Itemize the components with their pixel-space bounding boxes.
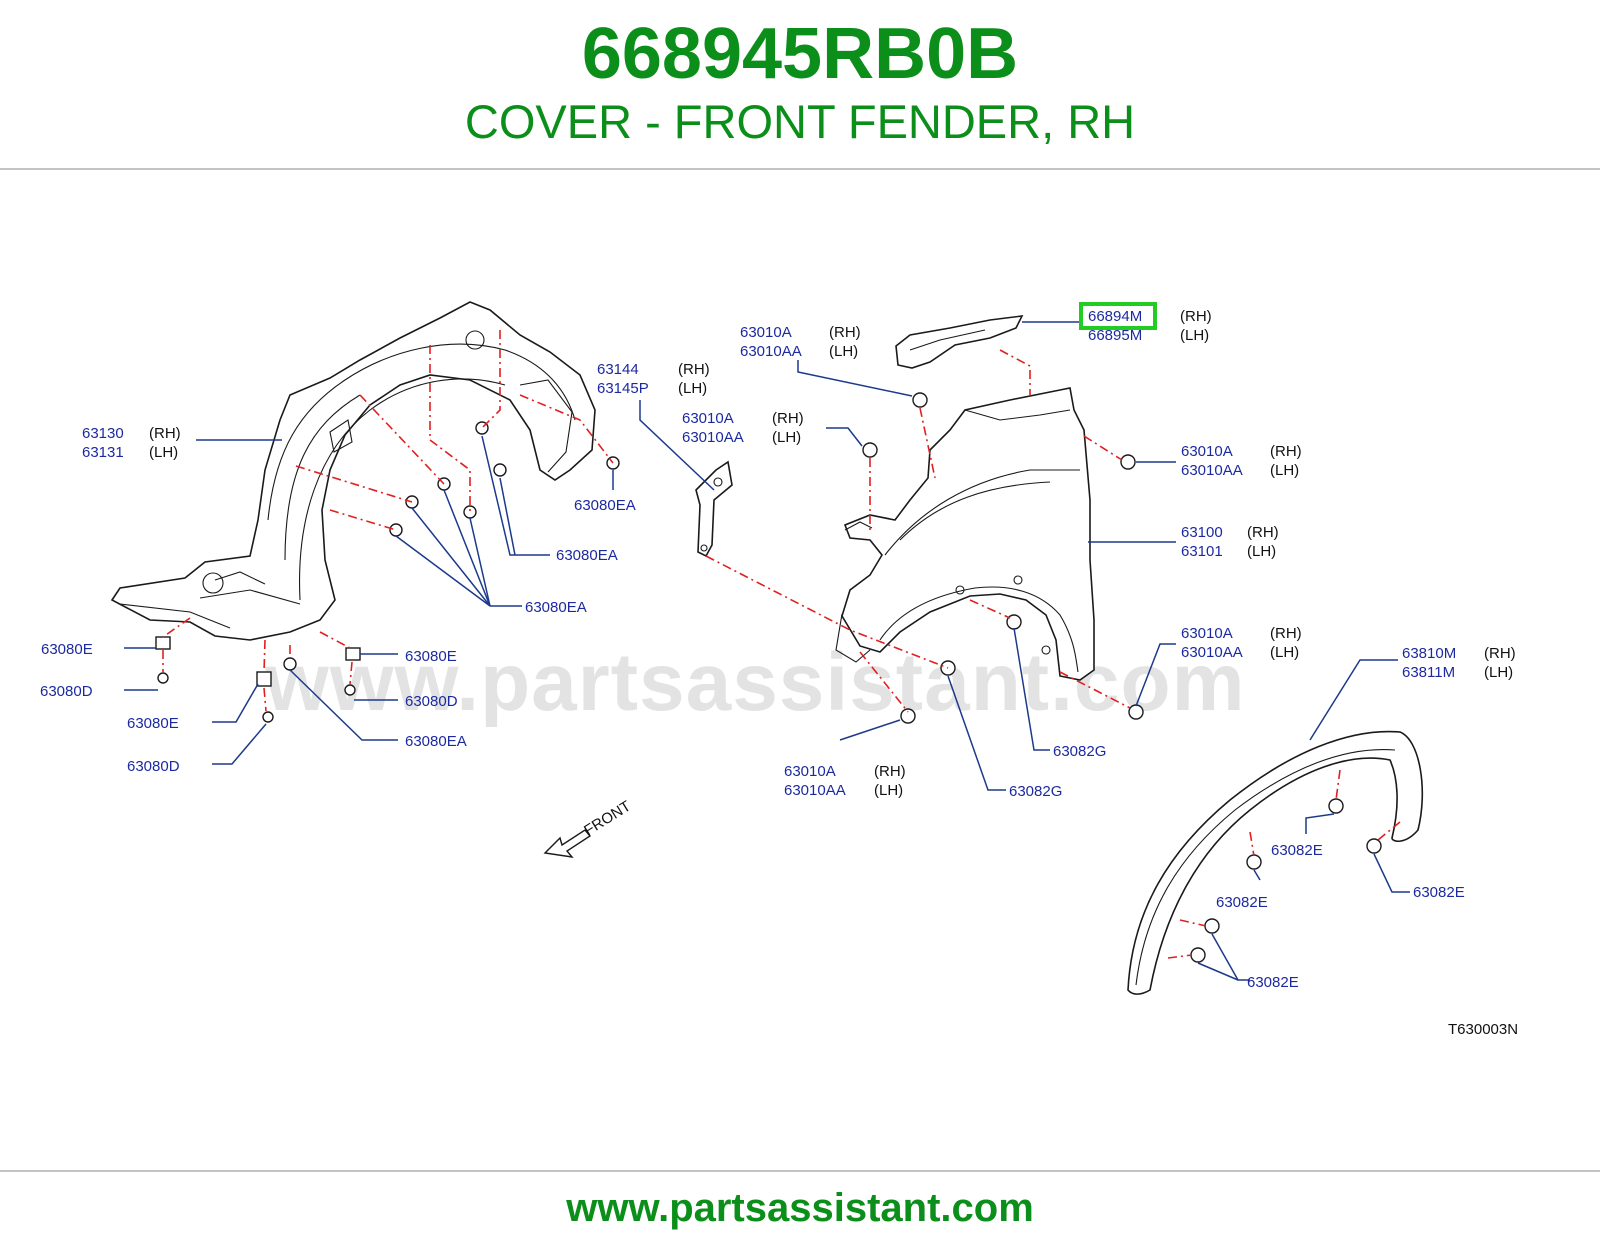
front-label: FRONT: [581, 798, 634, 840]
liner-assembly-lines: [162, 330, 614, 712]
label-63144[interactable]: 63144: [597, 361, 639, 378]
label-63010aa-right[interactable]: 63010AA: [1181, 462, 1243, 479]
label-63010aa-lower-right[interactable]: 63010AA: [1181, 644, 1243, 661]
selected-part-highlight: [1079, 302, 1157, 330]
label-63010a-lower-right[interactable]: 63010A: [1181, 625, 1233, 642]
label-63145p[interactable]: 63145P: [597, 380, 649, 397]
leader-lines: [124, 321, 1410, 981]
label-63082g-2[interactable]: 63082G: [1009, 783, 1062, 800]
fender-assembly-lines: [705, 349, 1131, 713]
label-63131-side: (LH): [149, 444, 178, 461]
label-63080ea-2[interactable]: 63080EA: [556, 547, 618, 564]
label-63131[interactable]: 63131: [82, 444, 124, 461]
label-63101-side: (LH): [1247, 543, 1276, 560]
part-title: COVER - FRONT FENDER, RH: [464, 95, 1136, 148]
wheel-arch-molding-part: [1127, 730, 1424, 995]
label-63010a-mid-side: (RH): [772, 410, 804, 427]
label-63010a-top-side: (RH): [829, 324, 861, 341]
label-63082e-2[interactable]: 63082E: [1413, 884, 1465, 901]
label-63082e-4[interactable]: 63082E: [1247, 974, 1299, 991]
label-63010aa-top[interactable]: 63010AA: [740, 343, 802, 360]
label-63082e-1[interactable]: 63082E: [1271, 842, 1323, 859]
label-66895m[interactable]: 66895M: [1088, 327, 1142, 344]
figure-code: T630003N: [1448, 1021, 1518, 1038]
label-66895m-side: (LH): [1180, 327, 1209, 344]
label-63080e-1[interactable]: 63080E: [41, 641, 93, 658]
label-63010a-top[interactable]: 63010A: [740, 324, 792, 341]
fender-bracket-part: [695, 460, 733, 558]
label-63010a-bottom-side: (RH): [874, 763, 906, 780]
molding-assembly-lines: [1167, 769, 1401, 959]
label-63811m[interactable]: 63811M: [1402, 664, 1455, 681]
footer-url[interactable]: www.partsassistant.com: [566, 1186, 1034, 1230]
label-63100[interactable]: 63100: [1181, 524, 1223, 541]
label-63810m-side: (RH): [1484, 645, 1516, 662]
part-labels: 66894M (RH) 66895M (LH) 63010A (RH) 6301…: [40, 308, 1518, 1038]
label-63010aa-mid-side: (LH): [772, 429, 801, 446]
label-66894m[interactable]: 66894M: [1088, 308, 1142, 325]
label-63100-side: (RH): [1247, 524, 1279, 541]
label-63082e-3[interactable]: 63082E: [1216, 894, 1268, 911]
label-63010a-lower-right-side: (RH): [1270, 625, 1302, 642]
footer-divider: [0, 1170, 1600, 1172]
label-63080ea-1[interactable]: 63080EA: [574, 497, 636, 514]
label-63010a-right-side: (RH): [1270, 443, 1302, 460]
label-63080d-1[interactable]: 63080D: [40, 683, 93, 700]
label-63010aa-lower-right-side: (LH): [1270, 644, 1299, 661]
label-63130[interactable]: 63130: [82, 425, 124, 442]
label-63080e-2[interactable]: 63080E: [405, 648, 457, 665]
fender-cover-part: [895, 315, 1024, 369]
header-divider: [0, 168, 1600, 170]
label-66894m-side: (RH): [1180, 308, 1212, 325]
label-63010aa-top-side: (LH): [829, 343, 858, 360]
label-63080d-3[interactable]: 63080D: [127, 758, 180, 775]
fender-liner-part: [110, 301, 596, 641]
fender-bolts: [862, 392, 1144, 724]
label-63080ea-4[interactable]: 63080EA: [405, 733, 467, 750]
part-number: 668945RB0B: [581, 14, 1019, 94]
label-63010aa-right-side: (LH): [1270, 462, 1299, 479]
label-63080ea-3[interactable]: 63080EA: [525, 599, 587, 616]
front-fender-part: [835, 387, 1095, 681]
label-63010a-bottom[interactable]: 63010A: [784, 763, 836, 780]
label-63010a-mid[interactable]: 63010A: [682, 410, 734, 427]
label-63010aa-bottom[interactable]: 63010AA: [784, 782, 846, 799]
label-63080d-2[interactable]: 63080D: [405, 693, 458, 710]
label-63080e-3[interactable]: 63080E: [127, 715, 179, 732]
label-63145p-side: (LH): [678, 380, 707, 397]
label-63010aa-bottom-side: (LH): [874, 782, 903, 799]
label-63811m-side: (LH): [1484, 664, 1513, 681]
label-63810m[interactable]: 63810M: [1402, 645, 1456, 662]
front-direction-arrow: FRONT: [543, 798, 634, 858]
label-63130-side: (RH): [149, 425, 181, 442]
label-63101[interactable]: 63101: [1181, 543, 1223, 560]
label-63010a-right[interactable]: 63010A: [1181, 443, 1233, 460]
label-63082g-1[interactable]: 63082G: [1053, 743, 1106, 760]
label-63010aa-mid[interactable]: 63010AA: [682, 429, 744, 446]
header: 668945RB0B COVER - FRONT FENDER, RH: [0, 0, 1600, 168]
label-63144-side: (RH): [678, 361, 710, 378]
